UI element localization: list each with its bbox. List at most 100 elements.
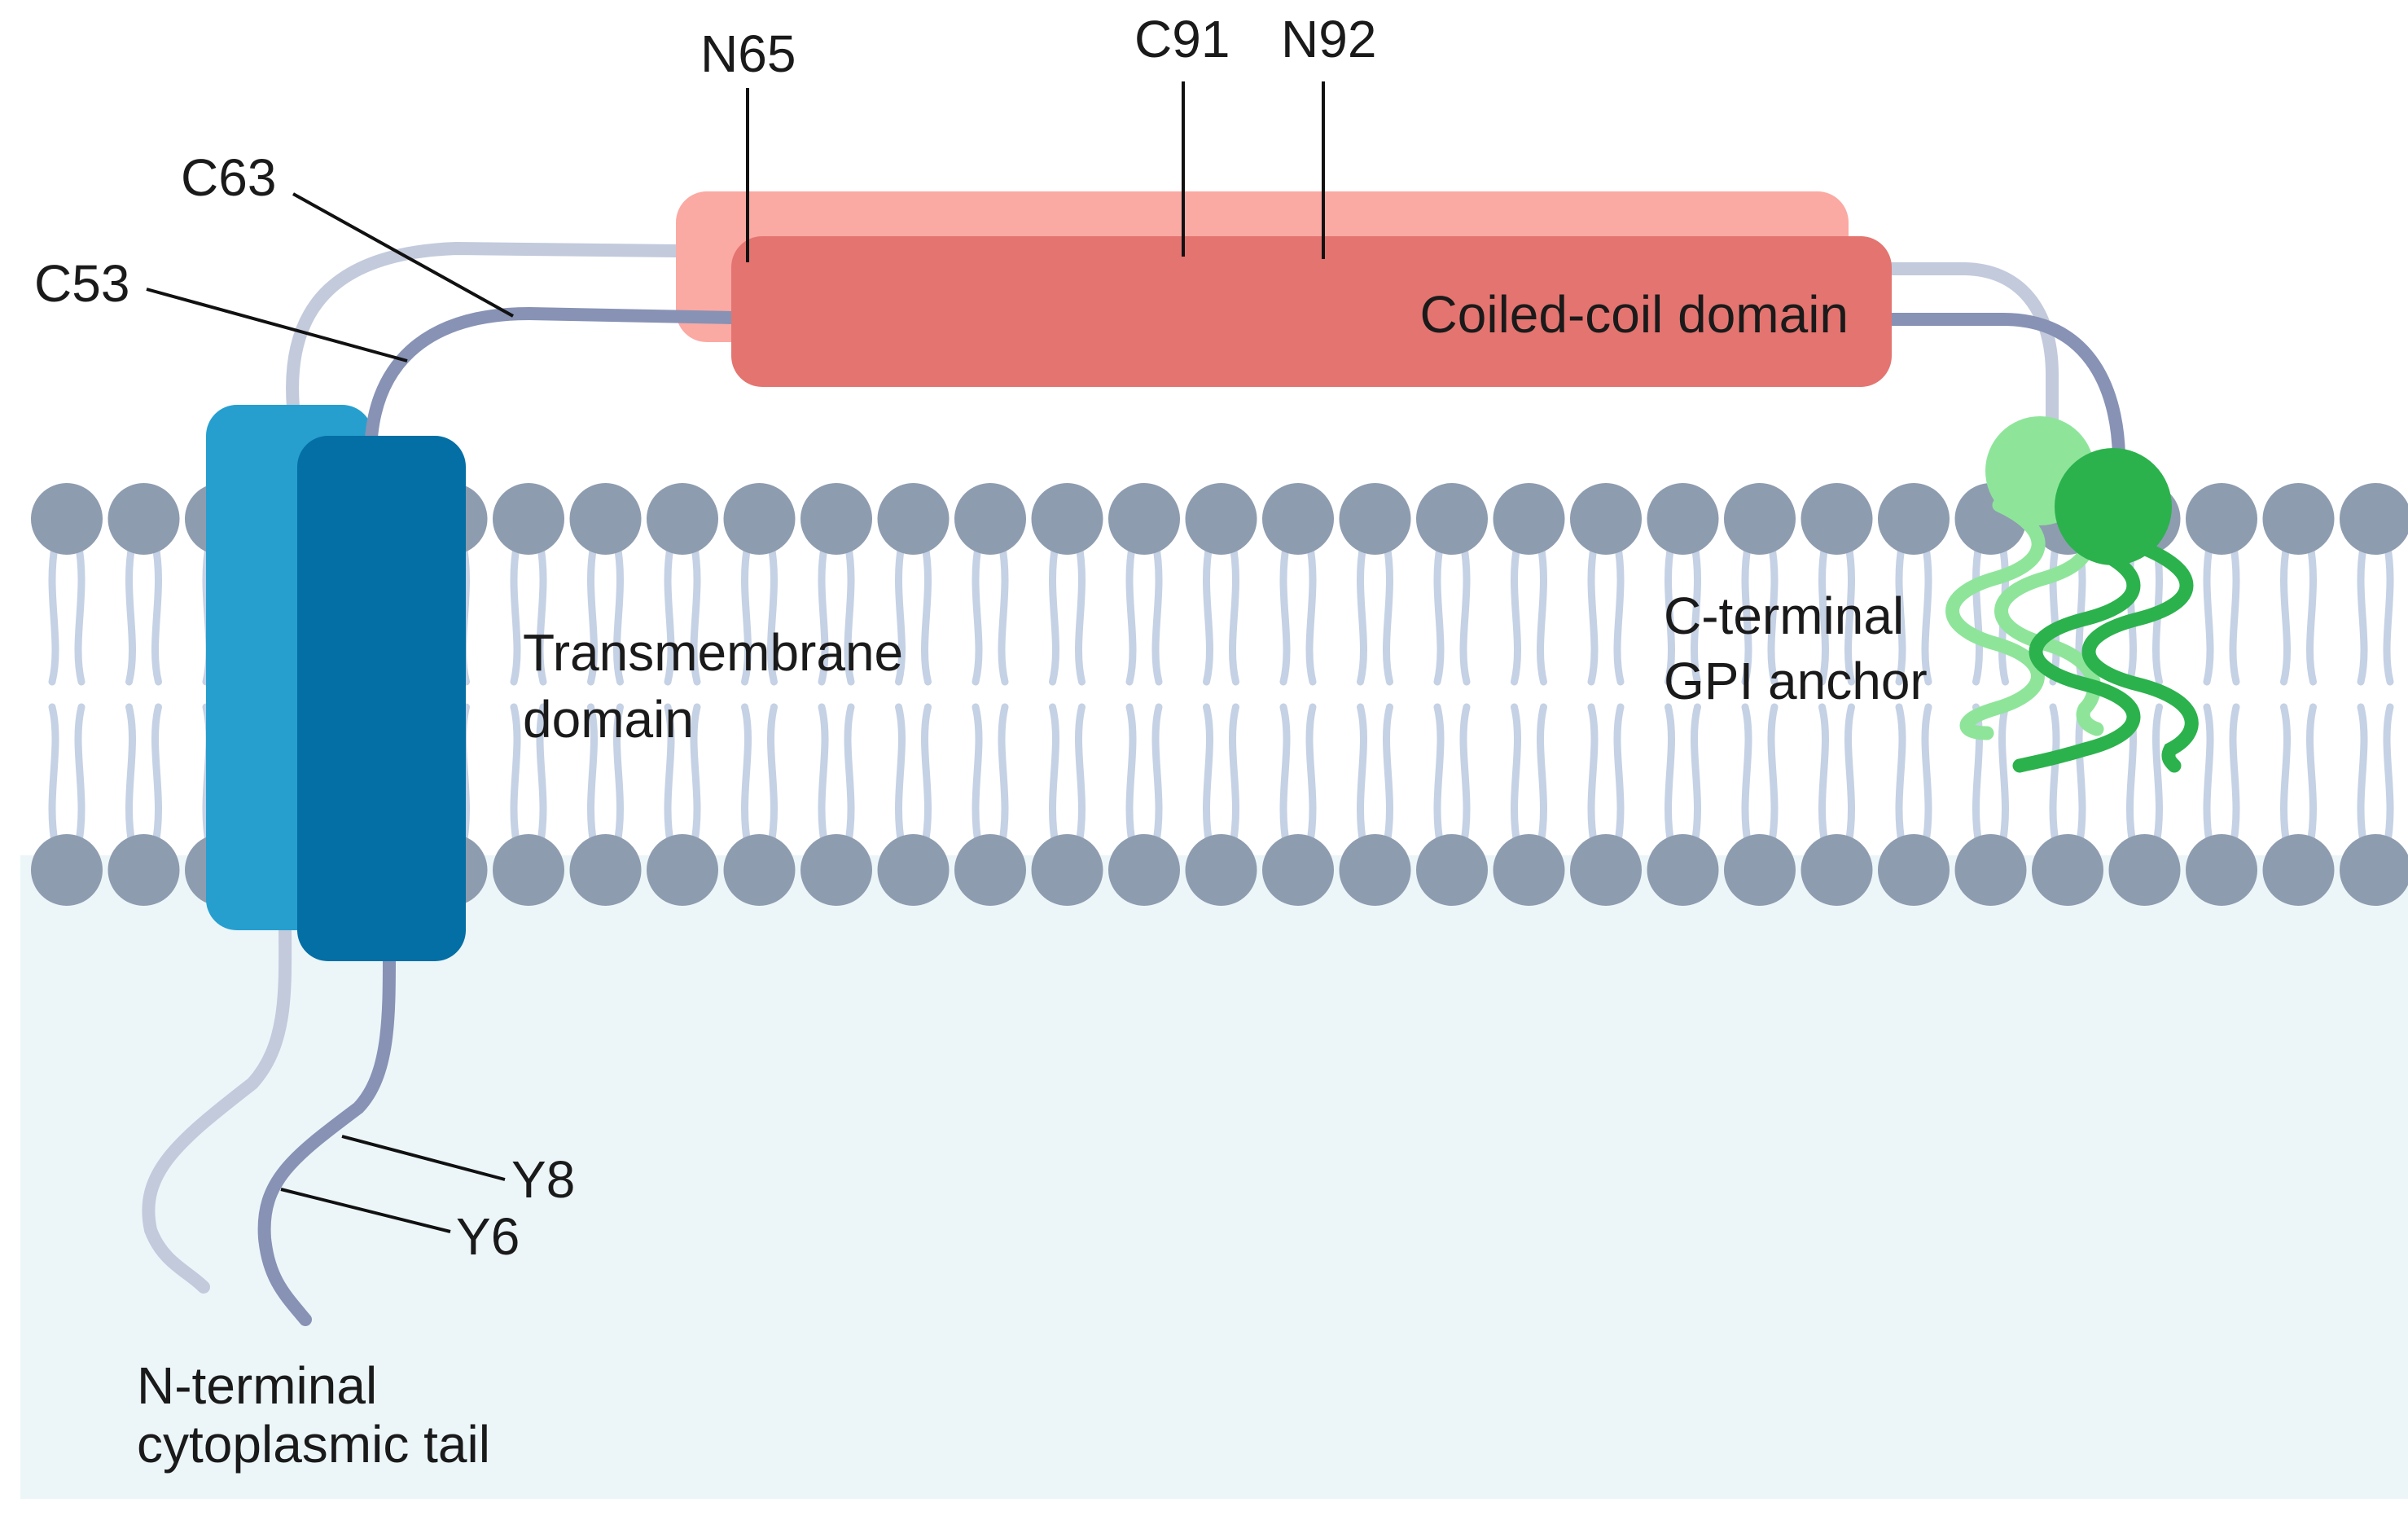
y6-marker-line xyxy=(280,1188,451,1233)
n-terminal-tail-label-line2: cytoplasmic tail xyxy=(137,1415,490,1474)
front-chain-n-terminal xyxy=(257,947,396,1326)
gpi-anchor-label-line2: GPI anchor xyxy=(1664,652,1928,710)
front-chain-extracellular xyxy=(364,306,739,463)
lipid-pair xyxy=(1724,483,1796,906)
lipid-head-outer xyxy=(2262,483,2335,555)
transmembrane-domain-label-line1: Transmembrane xyxy=(523,623,903,682)
lipid-pair xyxy=(1108,483,1180,906)
lipid-head-outer xyxy=(1339,483,1411,555)
lipid-pair xyxy=(1954,483,2027,906)
lipid-pair xyxy=(31,483,103,906)
lipid-head-inner xyxy=(1878,834,1950,906)
lipid-head-inner xyxy=(800,834,872,906)
coiled-coil-domain-label: Coiled-coil domain xyxy=(1420,285,1849,344)
lipid-head-inner xyxy=(1801,834,1873,906)
lipid-pair xyxy=(1647,483,1719,906)
lipid-head-inner xyxy=(1493,834,1565,906)
lipid-head-inner xyxy=(1724,834,1796,906)
lipid-head-outer xyxy=(954,483,1026,555)
lipid-head-outer xyxy=(1724,483,1796,555)
lipid-head-outer xyxy=(1262,483,1334,555)
lipid-head-inner xyxy=(2032,834,2103,906)
lipid-head-outer xyxy=(1185,483,1257,555)
site-label-c91: C91 xyxy=(1134,10,1230,68)
lipid-head-inner xyxy=(107,834,180,906)
lipid-pair xyxy=(2340,483,2408,906)
lipid-head-inner xyxy=(1108,834,1180,906)
gpi-anchor-label-line1: C-terminal xyxy=(1664,586,1904,645)
lipid-head-outer xyxy=(1416,483,1488,555)
lipid-head-inner xyxy=(877,834,950,906)
lipid-pair xyxy=(493,483,564,906)
back-chain-extracellular xyxy=(286,241,682,414)
lipid-head-inner xyxy=(1647,834,1719,906)
site-label-c53: C53 xyxy=(34,254,129,313)
lipid-pair xyxy=(1339,483,1411,906)
lipid-pair xyxy=(1031,483,1103,906)
lipid-pair xyxy=(2186,483,2257,906)
lipid-head-outer xyxy=(1878,483,1950,555)
front-chain-c-terminal xyxy=(1883,313,2125,463)
lipid-head-inner xyxy=(1262,834,1334,906)
site-label-y6: Y6 xyxy=(456,1207,520,1266)
lipid-head-inner xyxy=(2262,834,2335,906)
lipid-head-inner xyxy=(2186,834,2257,906)
lipid-head-inner xyxy=(1031,834,1103,906)
lipid-head-inner xyxy=(647,834,718,906)
lipid-bilayer xyxy=(31,483,2408,906)
c63-marker-line xyxy=(292,192,514,318)
lipid-pair xyxy=(569,483,642,906)
lipid-head-outer xyxy=(1493,483,1565,555)
n-terminal-tail-label-line1: N-terminal xyxy=(137,1356,377,1415)
lipid-head-inner xyxy=(1339,834,1411,906)
transmembrane-domain-label-line2: domain xyxy=(523,690,694,749)
lipid-head-inner xyxy=(493,834,564,906)
lipid-head-outer xyxy=(877,483,950,555)
lipid-head-outer xyxy=(1570,483,1642,555)
y8-marker-line xyxy=(341,1135,506,1181)
lipid-pair xyxy=(107,483,180,906)
lipid-head-inner xyxy=(1185,834,1257,906)
lipid-head-inner xyxy=(1954,834,2027,906)
lipid-head-outer xyxy=(2340,483,2408,555)
lipid-pair xyxy=(647,483,718,906)
transmembrane-helix xyxy=(297,436,466,961)
coiled-coil-cylinder xyxy=(731,236,1892,387)
lipid-head-outer xyxy=(31,483,103,555)
lipid-pair xyxy=(954,483,1026,906)
lipid-head-outer xyxy=(800,483,872,555)
lipid-head-outer xyxy=(647,483,718,555)
protein-front-copy xyxy=(257,236,2199,1326)
lipid-pair xyxy=(800,483,872,906)
lipid-head-outer xyxy=(723,483,796,555)
site-label-y8: Y8 xyxy=(511,1150,575,1209)
lipid-head-inner xyxy=(569,834,642,906)
lipid-pair xyxy=(1262,483,1334,906)
cytoplasm-region xyxy=(20,855,2408,1499)
c53-marker-line xyxy=(146,288,408,362)
lipid-head-inner xyxy=(2108,834,2181,906)
lipid-pair xyxy=(2262,483,2335,906)
lipid-pair xyxy=(1878,483,1950,906)
lipid-pair xyxy=(1801,483,1873,906)
lipid-head-inner xyxy=(31,834,103,906)
gpi-anchor xyxy=(2012,448,2199,773)
lipid-pair xyxy=(1493,483,1565,906)
lipid-pair xyxy=(1570,483,1642,906)
lipid-pair xyxy=(877,483,950,906)
back-chain-c-terminal xyxy=(1875,262,2059,463)
lipid-head-outer xyxy=(1108,483,1180,555)
lipid-head-inner xyxy=(2340,834,2408,906)
lipid-pair xyxy=(723,483,796,906)
lipid-head-outer xyxy=(1031,483,1103,555)
back-chain-n-terminal xyxy=(142,914,292,1294)
lipid-head-outer xyxy=(569,483,642,555)
lipid-head-outer xyxy=(1647,483,1719,555)
lipid-head-inner xyxy=(954,834,1026,906)
site-label-n65: N65 xyxy=(700,24,796,83)
site-label-n92: N92 xyxy=(1281,10,1376,68)
lipid-head-outer xyxy=(1801,483,1873,555)
lipid-head-outer xyxy=(2186,483,2257,555)
lipid-pair xyxy=(1185,483,1257,906)
